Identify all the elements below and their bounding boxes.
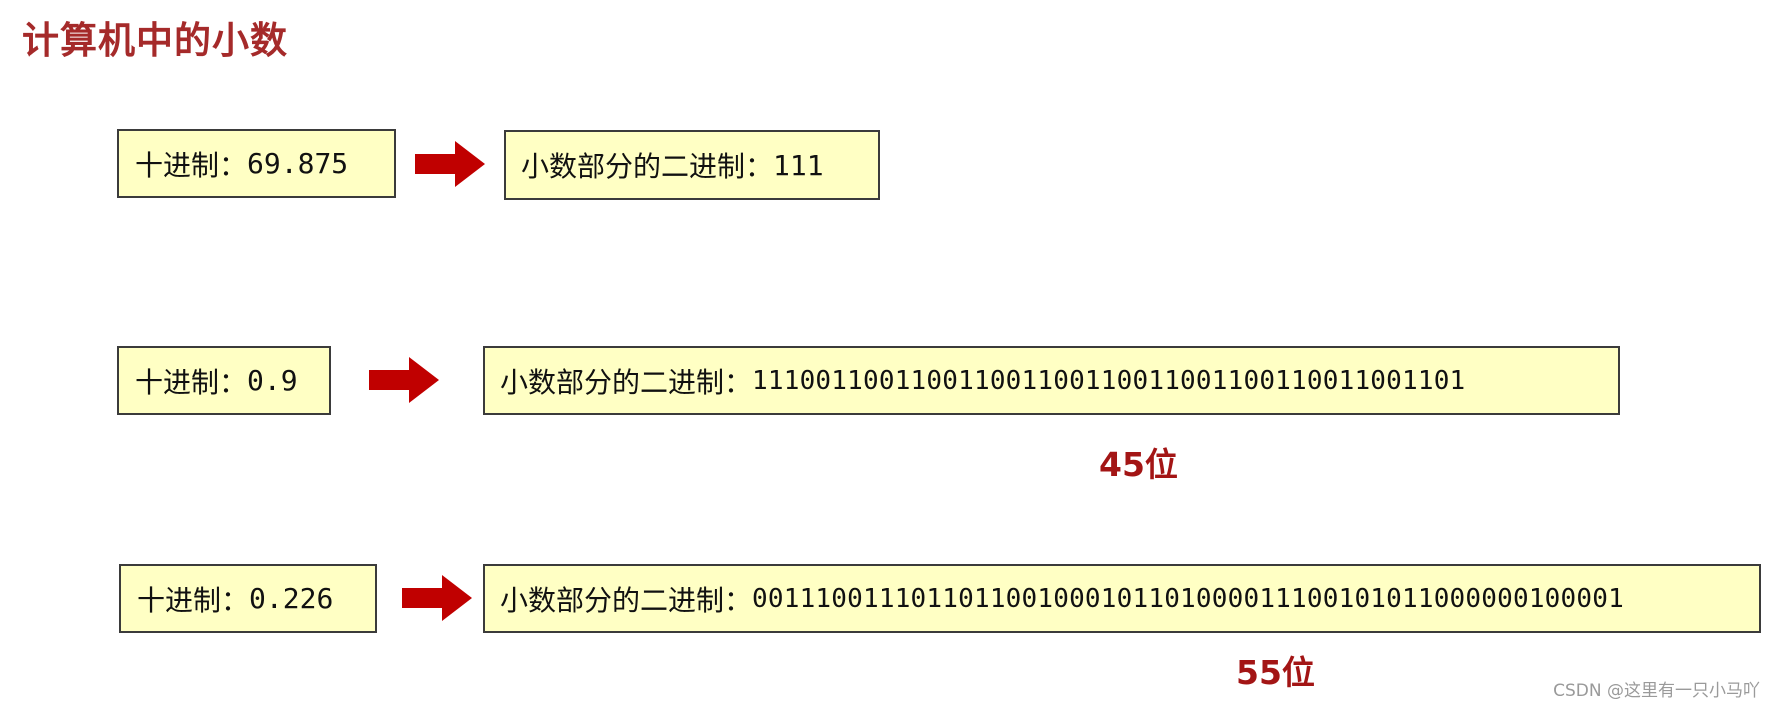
binary-box-1: 小数部分的二进制：111 xyxy=(504,130,880,200)
binary-value: 1110011001100110011001100110011001100110… xyxy=(752,365,1466,396)
decimal-label: 十进制： xyxy=(135,365,248,399)
arrow-right-icon xyxy=(402,575,472,621)
decimal-label: 十进制： xyxy=(137,583,250,617)
binary-box-3: 小数部分的二进制：0011100111011011001000101101000… xyxy=(483,564,1761,633)
decimal-box-3: 十进制：0.226 xyxy=(119,564,377,633)
decimal-box-2: 十进制：0.9 xyxy=(117,346,331,415)
watermark: CSDN @这里有一只小马吖 xyxy=(1553,681,1760,701)
binary-value: 0011100111011011001000101101000011100101… xyxy=(752,583,1624,614)
binary-value: 111 xyxy=(773,148,824,182)
binary-label: 小数部分的二进制： xyxy=(500,583,753,617)
decimal-label: 十进制： xyxy=(135,148,248,182)
arrow-right-icon xyxy=(369,357,439,403)
page-title: 计算机中的小数 xyxy=(22,19,288,62)
binary-box-2: 小数部分的二进制：1110011001100110011001100110011… xyxy=(483,346,1620,415)
bit-count-label: 45位 xyxy=(1099,445,1178,484)
decimal-value: 0.226 xyxy=(249,582,334,615)
bit-count-label: 55位 xyxy=(1236,653,1315,692)
binary-label: 小数部分的二进制： xyxy=(500,365,753,399)
decimal-box-1: 十进制：69.875 xyxy=(117,129,396,198)
binary-label: 小数部分的二进制： xyxy=(521,150,774,183)
decimal-value: 0.9 xyxy=(247,364,298,397)
decimal-value: 69.875 xyxy=(247,147,349,180)
arrow-right-icon xyxy=(415,141,485,187)
